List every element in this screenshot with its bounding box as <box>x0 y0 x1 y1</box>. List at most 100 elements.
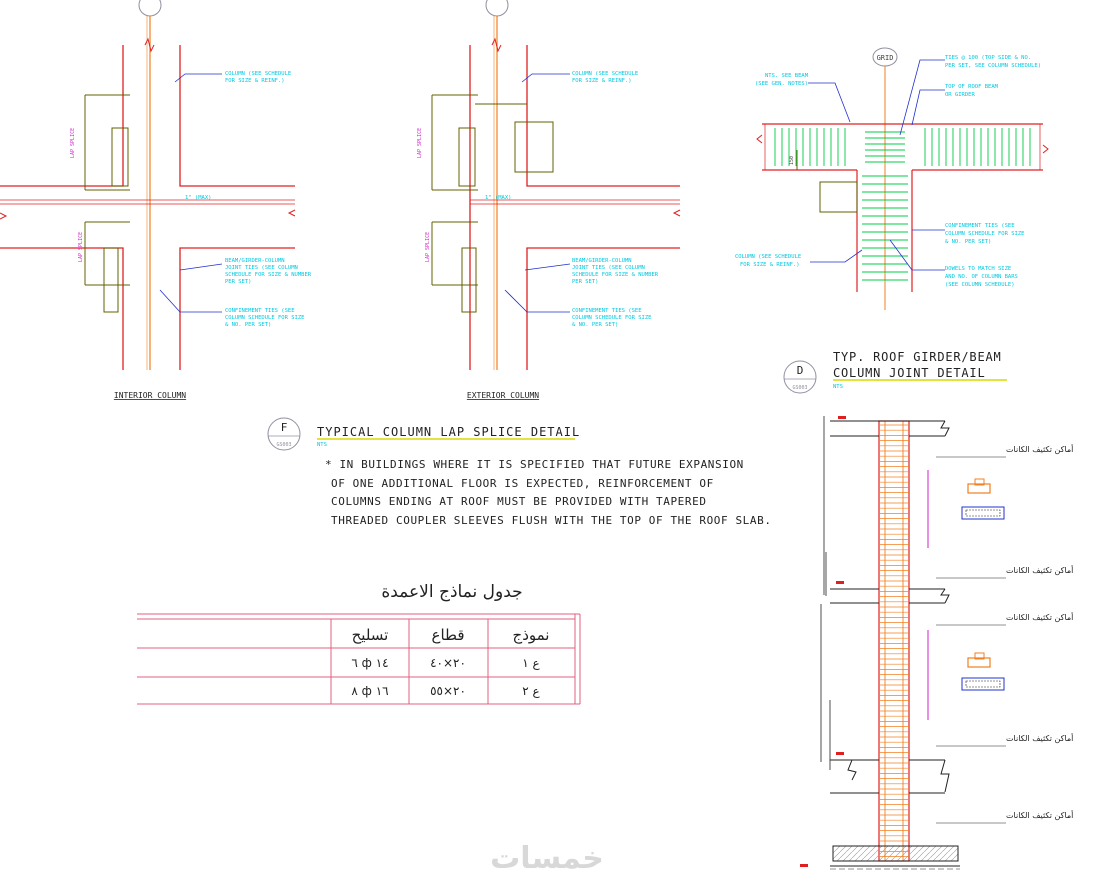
note-ties-spacing-1: TIES @ 100 (TOP SIDE & NO. <box>945 55 1031 61</box>
note-joint-2: JOINT TIES (SEE COLUMN <box>225 265 298 271</box>
header-reinforcement: تسليح <box>352 626 389 644</box>
watermark-logo: خمسات <box>490 841 604 876</box>
detail-mark: D <box>797 364 804 377</box>
stirrup-zone-label: أماكن تكثيف الكانات <box>1006 612 1073 622</box>
note-joint-4: PER SET) <box>225 279 252 285</box>
note-col-1: COLUMN (SEE SCHEDULE <box>735 254 801 260</box>
note-conf-3: & NO. PER SET) <box>945 239 991 245</box>
column-schedule: جدول نماذج الاعمدة نموذج قطاع تسليح ع ١ … <box>137 582 581 705</box>
scale-label: NTS <box>833 384 843 390</box>
leaders <box>159 73 223 313</box>
note-ties-2: COLUMN SCHEDULE FOR SIZE <box>225 315 304 321</box>
stirrup-zone-label: أماكن تكثيف الكانات <box>1006 444 1073 454</box>
note-ties-2: COLUMN SCHEDULE FOR SIZE <box>572 315 651 321</box>
column-body <box>878 420 910 862</box>
note-line: * IN BUILDINGS WHERE IT IS SPECIFIED THA… <box>325 458 744 471</box>
note-joint-2: JOINT TIES (SEE COLUMN <box>572 265 645 271</box>
cell-model: ع ١ <box>522 656 540 670</box>
note-joint-3: SCHEDULE FOR SIZE & NUMBER <box>572 272 659 278</box>
svg-text:LAP SPLICE: LAP SPLICE <box>425 232 431 262</box>
note-joint-3: SCHEDULE FOR SIZE & NUMBER <box>225 272 312 278</box>
note-top-beam-2: OR GIRDER <box>945 92 975 98</box>
grid-bubble <box>138 0 162 17</box>
detail-f-title: F GS003 TYPICAL COLUMN LAP SPLICE DETAIL… <box>267 417 772 527</box>
interior-column-detail: LAP SPLICE LAP SPLICE COLUMN (SEE SCHEDU… <box>0 0 312 400</box>
table-row: ع ١ ٢٠×٤٠ ١٤ ф ٦ <box>351 656 540 670</box>
svg-text:LAP SPLICE: LAP SPLICE <box>417 128 423 158</box>
note-line: OF ONE ADDITIONAL FLOOR IS EXPECTED, REI… <box>331 477 714 490</box>
lap-dimensions <box>431 94 554 313</box>
note-column-1: COLUMN (SEE SCHEDULE <box>225 71 291 77</box>
note-ties-3: & NO. PER SET) <box>572 322 618 328</box>
detail-mark: F <box>281 421 288 434</box>
schedule-grid <box>137 613 581 705</box>
note-conf-2: COLUMN SCHEDULE FOR SIZE <box>945 231 1024 237</box>
exterior-column-detail: LAP SPLICE LAP SPLICE COLUMN (SEE SCHEDU… <box>417 0 681 400</box>
detail-title-1: TYP. ROOF GIRDER/BEAM <box>833 350 1002 364</box>
note-see-beam-1: NTS. SEE BEAM <box>765 73 809 79</box>
caption-exterior: EXTERIOR COLUMN <box>467 391 539 400</box>
dim-max: 1" (MAX) <box>185 195 212 201</box>
leaders <box>808 59 945 271</box>
note-see-beam-2: (SEE GEN. NOTES) <box>755 81 808 87</box>
note-column-2: FOR SIZE & REINF.) <box>572 78 632 84</box>
roof-beam-section: GRID 150 <box>735 47 1049 310</box>
column-outline <box>469 45 680 370</box>
cell-model: ع ٢ <box>522 684 540 698</box>
detail-title: TYPICAL COLUMN LAP SPLICE DETAIL <box>317 425 580 439</box>
sheet-ref: GS003 <box>792 385 807 391</box>
column-ties <box>862 175 908 281</box>
grid-label: GRID <box>877 54 894 62</box>
dim-150: 150 <box>789 156 795 165</box>
stirrup-zone-label: أماكن تكثيف الكانات <box>1006 810 1073 820</box>
footing <box>832 845 959 862</box>
dimension-lines <box>820 416 831 770</box>
general-notes: * IN BUILDINGS WHERE IT IS SPECIFIED THA… <box>325 458 772 527</box>
beam-outline <box>762 123 1043 292</box>
caption-interior: INTERIOR COLUMN <box>114 391 186 400</box>
cell-reinforcement: ١٤ ф ٦ <box>351 656 388 670</box>
svg-text:LAP SPLICE: LAP SPLICE <box>78 232 84 262</box>
note-ties-spacing-2: PER SET, SEE COLUMN SCHEDULE) <box>945 63 1041 69</box>
schedule-title: جدول نماذج الاعمدة <box>381 582 522 602</box>
detail-d-title: D GS003 TYP. ROOF GIRDER/BEAM COLUMN JOI… <box>783 350 1007 394</box>
svg-text:LAP SPLICE: LAP SPLICE <box>70 128 76 158</box>
section-symbols <box>961 478 1005 691</box>
note-conf-1: CONFINEMENT TIES (SEE <box>945 223 1015 229</box>
floor-slabs <box>830 420 945 794</box>
detail-title-2: COLUMN JOINT DETAIL <box>833 366 985 380</box>
stirrups <box>879 424 909 857</box>
note-ties-3: & NO. PER SET) <box>225 322 271 328</box>
beam-ties <box>774 128 1031 166</box>
grid-bubble <box>485 0 509 17</box>
lap-dimensions <box>84 94 130 313</box>
note-joint-1: BEAM/GIRDER-COLUMN <box>225 258 285 264</box>
cell-section: ٢٠×٥٥ <box>430 684 466 698</box>
stirrup-zone-label: أماكن تكثيف الكانات <box>1006 565 1073 575</box>
cell-section: ٢٠×٤٠ <box>430 656 466 670</box>
note-line: THREADED COUPLER SLEEVES FLUSH WITH THE … <box>331 514 772 527</box>
note-column-2: FOR SIZE & REINF.) <box>225 78 285 84</box>
note-ties-1: CONFINEMENT TIES (SEE <box>225 308 295 314</box>
scale-label: NTS <box>317 442 327 448</box>
cell-reinforcement: ١٦ ф ٨ <box>351 684 388 698</box>
header-section: قطاع <box>432 626 465 644</box>
sheet-ref: GS003 <box>276 442 291 448</box>
note-joint-1: BEAM/GIRDER-COLUMN <box>572 258 632 264</box>
stirrup-zone-label: أماكن تكثيف الكانات <box>1006 733 1073 743</box>
note-dowel-2: AND NO. OF COLUMN BARS <box>945 274 1018 280</box>
note-dowel-1: DOWELS TO MATCH SIZE <box>945 266 1011 272</box>
dim-max: 1" (MAX) <box>485 195 512 201</box>
note-ties-1: CONFINEMENT TIES (SEE <box>572 308 642 314</box>
note-line: COLUMNS ENDING AT ROOF MUST BE PROVIDED … <box>331 495 707 508</box>
note-column-1: COLUMN (SEE SCHEDULE <box>572 71 638 77</box>
note-col-2: FOR SIZE & REINF.) <box>740 262 800 268</box>
note-joint-4: PER SET) <box>572 279 599 285</box>
leaders <box>504 73 571 313</box>
note-dowel-3: (SEE COLUMN SCHEDULE) <box>945 282 1015 288</box>
note-top-beam-1: TOP OF ROOF BEAM <box>945 84 999 90</box>
header-model: نموذج <box>513 626 550 645</box>
column-elevation: أماكن تكثيف الكانات أماكن تكثيف الكانات أم… <box>800 416 1073 870</box>
table-row: ع ٢ ٢٠×٥٥ ١٦ ф ٨ <box>351 684 540 698</box>
